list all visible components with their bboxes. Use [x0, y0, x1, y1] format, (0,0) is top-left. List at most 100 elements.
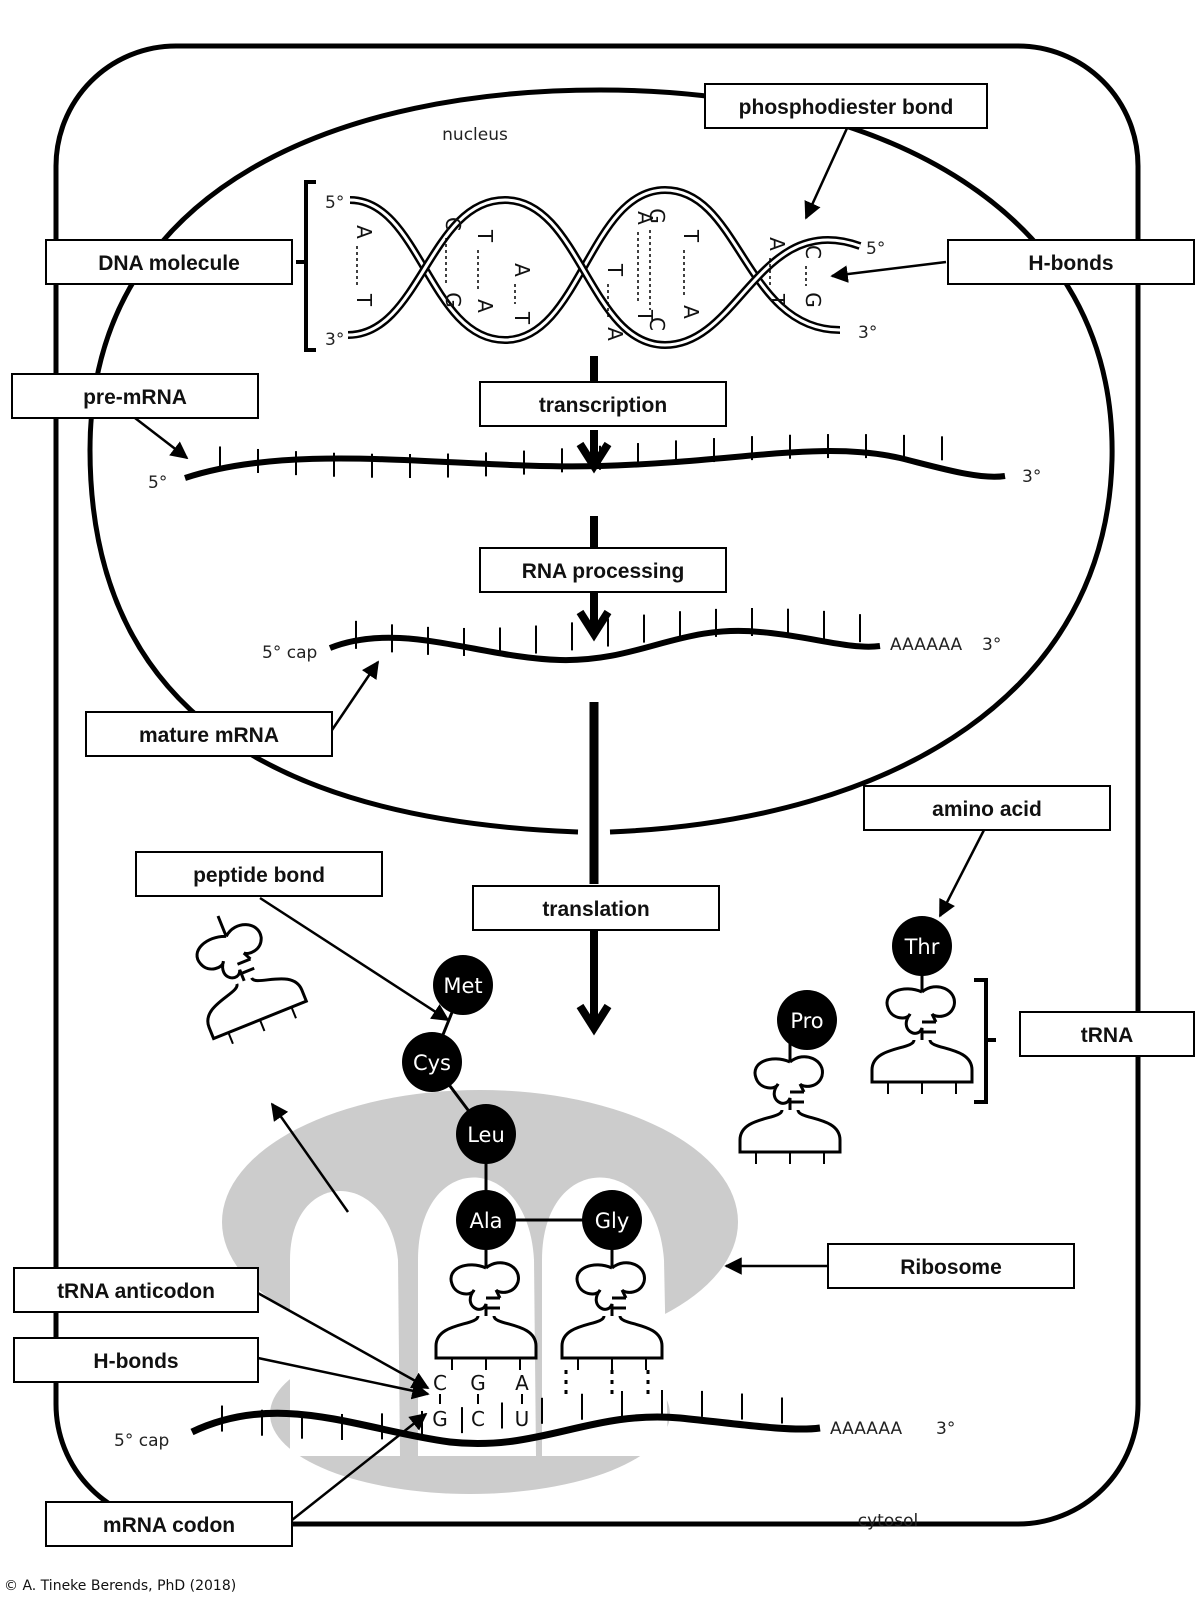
amino-acid-label: Gly	[595, 1209, 630, 1233]
label-amino-acid-text: amino acid	[932, 798, 1042, 821]
label-rna-processing-text: RNA processing	[522, 560, 685, 583]
ribosome-mrna-strand	[190, 1409, 821, 1448]
mature-mrna-5: 5° cap	[262, 643, 317, 663]
nucleus-label: nucleus	[442, 125, 508, 145]
dna-base: T	[603, 263, 627, 277]
dna-base: G	[801, 292, 825, 308]
dna-base: A	[352, 225, 376, 239]
label-phosphodiester-bond-text: phosphodiester bond	[739, 96, 954, 119]
amino-acid-circle	[433, 955, 493, 1015]
dna-base: T	[473, 229, 497, 243]
amino-acid-circle	[777, 990, 837, 1050]
amino-acid-label: Thr	[904, 935, 940, 959]
dna-base: T	[679, 229, 703, 243]
dna-helix	[347, 185, 862, 350]
label-mature-mrna: mature mRNA	[85, 711, 333, 757]
label-translation: translation	[472, 885, 720, 931]
label-pre-mrna-text: pre-mRNA	[83, 386, 187, 409]
codon-base: G	[432, 1407, 448, 1431]
label-mature-mrna-text: mature mRNA	[139, 724, 279, 747]
pre-mrna-strand	[184, 448, 1006, 481]
dna-5-left: 5°	[325, 193, 344, 213]
mature-mrna-strand	[328, 627, 881, 664]
mature-mrna-3: 3°	[982, 635, 1001, 655]
amino-acid-circle	[456, 1190, 516, 1250]
label-mrna-codon: mRNA codon	[45, 1501, 293, 1547]
amino-acid-label: Pro	[790, 1009, 823, 1033]
label-peptide-bond-text: peptide bond	[193, 864, 325, 887]
label-h-bonds-dna-text: H-bonds	[1028, 252, 1113, 275]
anticodon-base: C	[433, 1371, 447, 1395]
mature-mrna-ticks	[355, 608, 861, 656]
ribosome-mrna-3: 3°	[936, 1419, 955, 1439]
dna-base: A	[679, 305, 703, 319]
label-amino-acid: amino acid	[863, 785, 1111, 831]
nuclear-envelope	[87, 87, 1115, 835]
label-h-bonds-codon: H-bonds	[13, 1337, 259, 1383]
dna-base: T	[510, 311, 534, 325]
flow-arrowhead-3	[576, 1003, 612, 1036]
dna-base: G	[441, 292, 465, 308]
label-phosphodiester-bond: phosphodiester bond	[704, 83, 988, 129]
amino-acid-circle	[456, 1104, 516, 1164]
pre-mrna-5: 5°	[148, 473, 167, 493]
codon-base: U	[515, 1407, 530, 1431]
dna-5-right: 5°	[866, 239, 885, 259]
dna-base: G	[645, 208, 669, 224]
dna-base: A	[603, 327, 627, 341]
label-dna-molecule: DNA molecule	[45, 239, 293, 285]
cytosol-label: cytosol	[858, 1511, 918, 1531]
ribosome-mrna-tail: AAAAAA	[830, 1419, 903, 1439]
dna-base: T	[633, 309, 657, 323]
dna-base: A	[633, 211, 657, 225]
anticodon-base: G	[470, 1371, 486, 1395]
codon-base: C	[471, 1407, 485, 1431]
label-transcription-text: transcription	[539, 394, 667, 417]
dna-base: C	[441, 217, 465, 231]
label-ribosome: Ribosome	[827, 1243, 1075, 1289]
amino-acid-circle	[892, 916, 952, 976]
dna-base: T	[352, 293, 376, 307]
dna-base: C	[645, 317, 669, 331]
ribosome-mrna-5: 5° cap	[114, 1431, 169, 1451]
pre-mrna-3: 3°	[1022, 467, 1041, 487]
label-peptide-bond: peptide bond	[135, 851, 383, 897]
dna-base: A	[510, 263, 534, 277]
amino-acid-label: Ala	[469, 1209, 502, 1233]
amino-acid-label: Cys	[413, 1051, 451, 1075]
label-trna-text: tRNA	[1081, 1024, 1134, 1047]
amino-acid-circle	[402, 1032, 462, 1092]
label-pre-mrna: pre-mRNA	[11, 373, 259, 419]
pre-mrna-ticks	[219, 434, 943, 478]
label-trna-anticodon-text: tRNA anticodon	[57, 1280, 215, 1303]
amino-acid-circle	[582, 1190, 642, 1250]
dna-bracket	[296, 180, 316, 352]
label-transcription: transcription	[479, 381, 727, 427]
label-h-bonds-dna: H-bonds	[947, 239, 1195, 285]
label-mrna-codon-text: mRNA codon	[103, 1514, 235, 1537]
flow-arrowhead-2	[576, 609, 612, 642]
mature-mrna-tail: AAAAAA	[890, 635, 963, 655]
label-h-bonds-codon-text: H-bonds	[93, 1350, 178, 1373]
pointer-arrows	[134, 125, 986, 1521]
dna-3-left: 3°	[325, 330, 344, 350]
dna-base: T	[765, 293, 789, 307]
label-ribosome-text: Ribosome	[900, 1256, 1002, 1279]
dna-base: C	[801, 245, 825, 259]
dna-base: A	[473, 299, 497, 313]
amino-acid-label: Leu	[467, 1123, 505, 1147]
label-rna-processing: RNA processing	[479, 547, 727, 593]
copyright: © A. Tineke Berends, PhD (2018)	[4, 1578, 236, 1594]
amino-acid-label: Met	[443, 974, 482, 998]
label-trna: tRNA	[1019, 1011, 1195, 1057]
label-trna-anticodon: tRNA anticodon	[13, 1267, 259, 1313]
label-translation-text: translation	[542, 898, 649, 921]
dna-3-right: 3°	[858, 323, 877, 343]
trna-bracket	[974, 978, 996, 1104]
label-dna-molecule-text: DNA molecule	[98, 252, 240, 275]
dna-base: A	[765, 237, 789, 251]
